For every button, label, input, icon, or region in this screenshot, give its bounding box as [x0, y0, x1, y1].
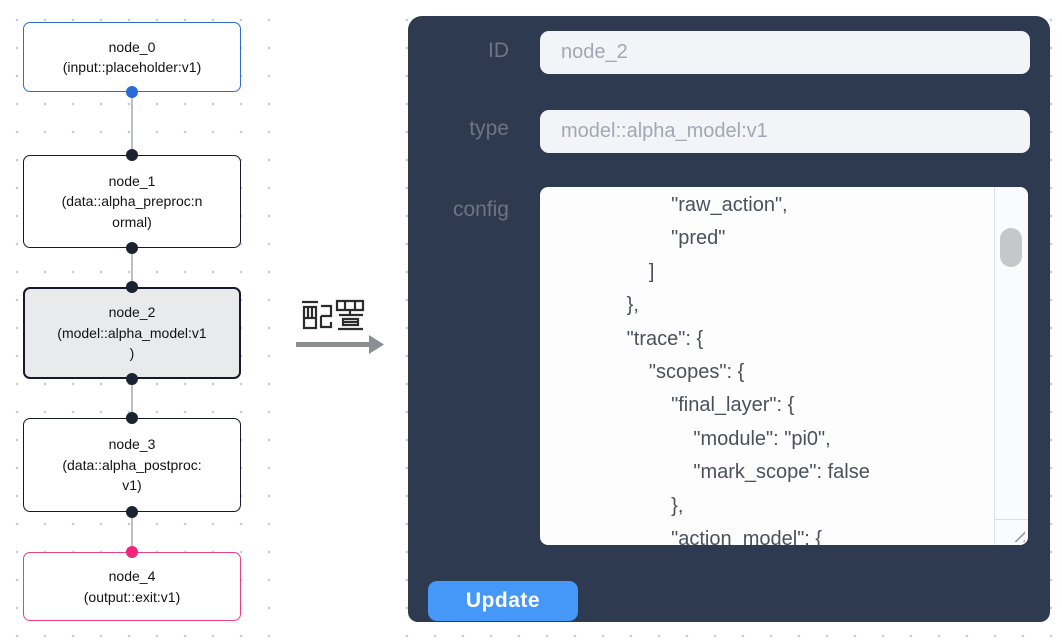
port-node3-out[interactable]: [126, 506, 138, 518]
config-json-content[interactable]: "raw_action", "pred" ] }, "trace": { "sc…: [626, 194, 870, 545]
id-input[interactable]: [540, 31, 1030, 74]
port-node2-in[interactable]: [126, 281, 138, 293]
update-button[interactable]: Update: [428, 581, 578, 621]
node-subtitle: (data::alpha_postproc: v1): [62, 456, 202, 494]
node-subtitle: (output::exit:v1): [83, 588, 181, 605]
flow-node-input[interactable]: node_0 (input::placeholder:v1): [23, 22, 241, 92]
resize-handle-icon[interactable]: [1009, 526, 1025, 542]
type-field-label: type: [469, 117, 509, 140]
edge-connector: [131, 92, 133, 155]
port-node1-in[interactable]: [126, 149, 138, 161]
flow-node-postproc[interactable]: node_3 (data::alpha_postproc: v1): [23, 418, 241, 512]
node-subtitle: (input::placeholder:v1): [62, 59, 202, 75]
node-title: node_0: [108, 38, 156, 55]
id-field-label: ID: [488, 39, 509, 62]
edge-connector: [131, 379, 133, 418]
node-title: node_4: [108, 568, 156, 584]
port-node2-out[interactable]: [126, 373, 138, 385]
scrollbar-thumb[interactable]: [1000, 228, 1022, 267]
node-subtitle: (model::alpha_model:v1 ): [57, 324, 207, 362]
port-node4-in[interactable]: [126, 546, 138, 558]
edge-connector: [131, 248, 133, 287]
port-node0-out[interactable]: [126, 86, 138, 98]
resize-corner[interactable]: [995, 519, 1028, 545]
config-scrollbar-track[interactable]: [994, 187, 1028, 545]
type-input[interactable]: [540, 110, 1030, 153]
flow-node-preproc[interactable]: node_1 (data::alpha_preproc:n ormal): [23, 155, 241, 248]
configure-annotation: 配置: [293, 298, 393, 362]
node-title: node_3: [108, 436, 156, 453]
node-title: node_2: [108, 304, 156, 321]
config-field-label: config: [452, 198, 509, 221]
edge-connector: [131, 512, 133, 552]
port-node1-out[interactable]: [126, 242, 138, 254]
configure-glyphs-and-arrow-icon: [296, 299, 384, 354]
node-subtitle: (data::alpha_preproc:n ormal): [61, 193, 203, 230]
port-node3-in[interactable]: [126, 412, 138, 424]
flow-node-output[interactable]: node_4 (output::exit:v1): [23, 552, 241, 621]
flow-canvas[interactable]: node_0 (input::placeholder:v1) node_1 (d…: [0, 0, 285, 643]
node-title: node_1: [108, 172, 156, 189]
config-json-textarea[interactable]: "raw_action", "pred" ] }, "trace": { "sc…: [540, 187, 1028, 545]
flow-node-model-selected[interactable]: node_2 (model::alpha_model:v1 ): [23, 287, 241, 379]
right-arrow-icon: [296, 335, 384, 354]
